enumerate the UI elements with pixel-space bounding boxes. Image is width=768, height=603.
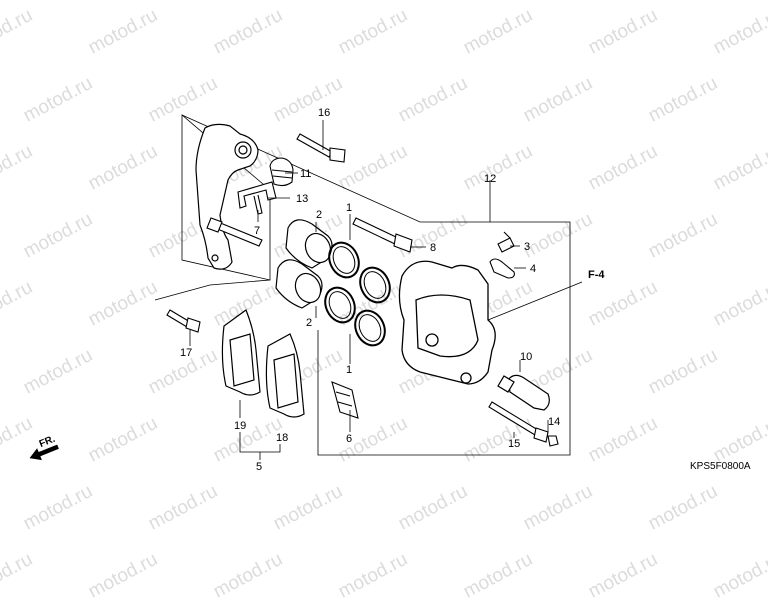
callout-19: 19 bbox=[234, 420, 246, 432]
diagram-code: KPS5F0800A bbox=[690, 461, 751, 472]
callout-16: 16 bbox=[318, 107, 330, 119]
pad-group-frame bbox=[154, 279, 271, 301]
pad-retainer-clip bbox=[237, 181, 277, 215]
reference-label: F-4 bbox=[588, 269, 605, 281]
callout-12: 12 bbox=[484, 173, 496, 185]
callout-5: 5 bbox=[256, 461, 262, 473]
piston-seal-set bbox=[324, 241, 391, 347]
callout-labels: 16 11 13 7 2 1 2 1 8 3 4 12 10 14 15 6 1… bbox=[180, 107, 605, 473]
bolt-17 bbox=[166, 309, 201, 333]
callout-2-upper: 2 bbox=[316, 209, 322, 221]
pin-boot bbox=[269, 157, 294, 187]
callout-1-lower: 1 bbox=[346, 364, 352, 376]
bolt-16 bbox=[296, 133, 346, 163]
callout-8: 8 bbox=[430, 242, 436, 254]
callout-18: 18 bbox=[276, 432, 288, 444]
callout-17: 17 bbox=[180, 347, 192, 359]
callout-4: 4 bbox=[530, 263, 536, 275]
callout-14: 14 bbox=[548, 416, 560, 428]
callout-7: 7 bbox=[254, 225, 260, 237]
callout-10: 10 bbox=[520, 351, 532, 363]
nut-14 bbox=[547, 435, 559, 447]
front-direction-arrow: FR. bbox=[29, 434, 59, 461]
bleeder-screw bbox=[497, 231, 515, 253]
piston-lower bbox=[275, 259, 323, 309]
bracket-pin bbox=[206, 217, 263, 247]
pad-spring bbox=[331, 381, 359, 419]
callout-6: 6 bbox=[346, 433, 352, 445]
callout-3: 3 bbox=[524, 241, 530, 253]
callout-15: 15 bbox=[508, 438, 520, 450]
callout-1-upper: 1 bbox=[346, 202, 352, 214]
callout-11: 11 bbox=[300, 168, 311, 180]
parts-diagram: 16 11 13 7 2 1 2 1 8 3 4 12 10 14 15 6 1… bbox=[29, 107, 605, 473]
callout-2-lower: 2 bbox=[306, 317, 312, 329]
brake-pad-18 bbox=[265, 333, 305, 418]
caliper-pin-8 bbox=[352, 217, 413, 253]
piston-upper bbox=[285, 219, 333, 269]
caliper-bracket bbox=[195, 123, 259, 270]
callout-13: 13 bbox=[296, 193, 308, 205]
caliper-group-frame bbox=[181, 114, 571, 456]
caliper-body bbox=[398, 260, 496, 385]
brake-pad-19 bbox=[221, 309, 261, 396]
bolt-15 bbox=[488, 401, 549, 443]
bleeder-cap bbox=[489, 258, 515, 279]
slide-pin-10 bbox=[497, 374, 550, 411]
